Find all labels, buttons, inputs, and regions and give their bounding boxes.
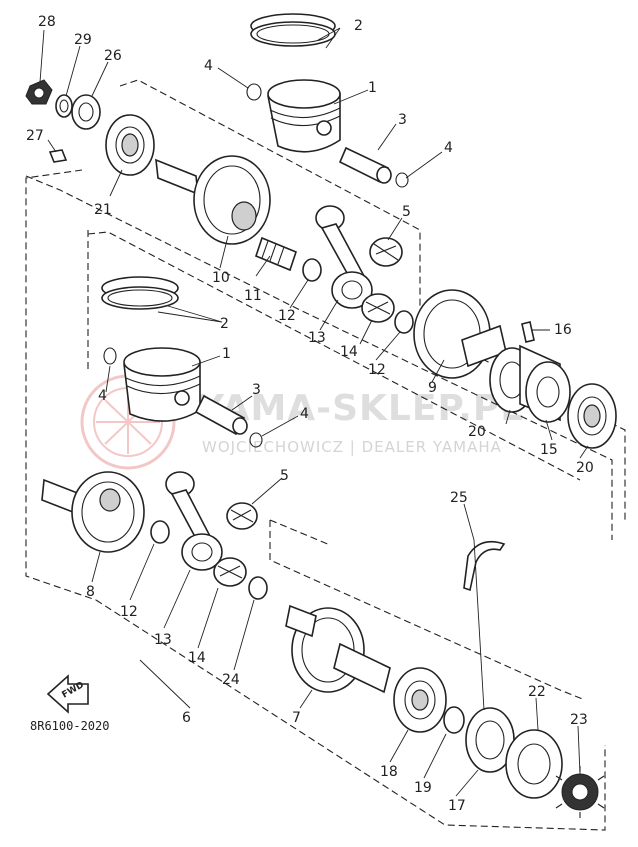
callouts: 28 29 26 27 21 10 11 12 13 14 12 9 20 15… [26, 14, 594, 814]
piston-rings-upper [250, 13, 336, 47]
callout: 6 [182, 710, 191, 726]
callout: 5 [280, 468, 289, 484]
washer [150, 520, 170, 544]
callout: 7 [292, 710, 301, 726]
callout: 1 [368, 80, 377, 96]
watermark: YAMA-SKLEP.PL WOJCIECHOWICZ | DEALER YAM… [80, 374, 524, 470]
callout: 3 [398, 112, 407, 128]
callout: 4 [444, 140, 453, 156]
crank-half-upper [155, 155, 271, 245]
washer [394, 310, 414, 334]
callout: 2 [220, 316, 229, 332]
crank-half-right [413, 289, 507, 379]
big-end-bearing-upper [361, 293, 395, 323]
callout: 8 [86, 584, 95, 600]
piston-pin-lower [194, 394, 248, 436]
crank-pin-upper [255, 236, 297, 272]
callout: 1 [222, 346, 231, 362]
half-ring-clip [463, 540, 506, 592]
callout: 26 [104, 48, 122, 64]
callout: 19 [414, 780, 432, 796]
callout: 3 [252, 382, 261, 398]
callout: 9 [428, 380, 437, 396]
callout: 15 [540, 442, 558, 458]
callout: 13 [308, 330, 326, 346]
washer [248, 576, 268, 600]
callout: 10 [212, 270, 230, 286]
bearing-left [105, 114, 155, 176]
clip [395, 172, 409, 188]
callout: 20 [576, 460, 594, 476]
sprocket [555, 766, 605, 818]
callout: 4 [204, 58, 213, 74]
piston-pin-upper [338, 146, 392, 184]
piston-upper [267, 79, 341, 153]
leader-lines [39, 27, 589, 797]
callout: 14 [188, 650, 206, 666]
callout: 4 [300, 406, 309, 422]
conrod-upper [315, 205, 373, 309]
callout: 27 [26, 128, 44, 144]
callout: 12 [120, 604, 138, 620]
conrod-lower [165, 471, 223, 571]
big-end-bearing-lower [213, 557, 247, 587]
drawing-code: 8R6100-2020 [30, 719, 109, 733]
piston-lower [123, 347, 201, 422]
callout: 2 [354, 18, 363, 34]
callout: 12 [278, 308, 296, 324]
callout: 11 [244, 288, 262, 304]
callout: 16 [554, 322, 572, 338]
needle-bearing-lower [226, 502, 258, 530]
needle-bearing-upper [369, 237, 403, 267]
callout: 13 [154, 632, 172, 648]
callout: 25 [450, 490, 468, 506]
seal-lower [505, 729, 563, 799]
crank-half-lower-right [285, 604, 391, 694]
seal-right [519, 344, 571, 423]
callout: 12 [368, 362, 386, 378]
washer [302, 258, 322, 282]
bearing-right-2 [567, 383, 617, 449]
bearing-lower-18 [393, 667, 447, 733]
callout: 20 [468, 424, 486, 440]
callout: 24 [222, 672, 240, 688]
callout: 17 [448, 798, 466, 814]
watermark-sub: WOJCIECHOWICZ | DEALER YAMAHA [202, 438, 502, 456]
callout: 23 [570, 712, 588, 728]
locating-pin [521, 321, 535, 343]
watermark-brand: YAMA-SKLEP.PL [197, 388, 524, 429]
callout: 28 [38, 14, 56, 30]
piston-rings-lower [101, 276, 179, 310]
nut-washer-seal [25, 79, 101, 130]
callout: 14 [340, 344, 358, 360]
crank-half-lower [41, 471, 145, 553]
callout: 4 [98, 388, 107, 404]
callout: 22 [528, 684, 546, 700]
callout: 21 [94, 202, 112, 218]
assembly-outlines [25, 79, 626, 831]
woodruff-key [48, 149, 68, 163]
callout: 29 [74, 32, 92, 48]
clip [249, 432, 263, 448]
clip [246, 83, 262, 101]
clip [103, 347, 117, 365]
forward-arrow-icon: FWD [46, 674, 89, 714]
callout: 18 [380, 764, 398, 780]
callout: 5 [402, 204, 411, 220]
washer [443, 706, 465, 734]
